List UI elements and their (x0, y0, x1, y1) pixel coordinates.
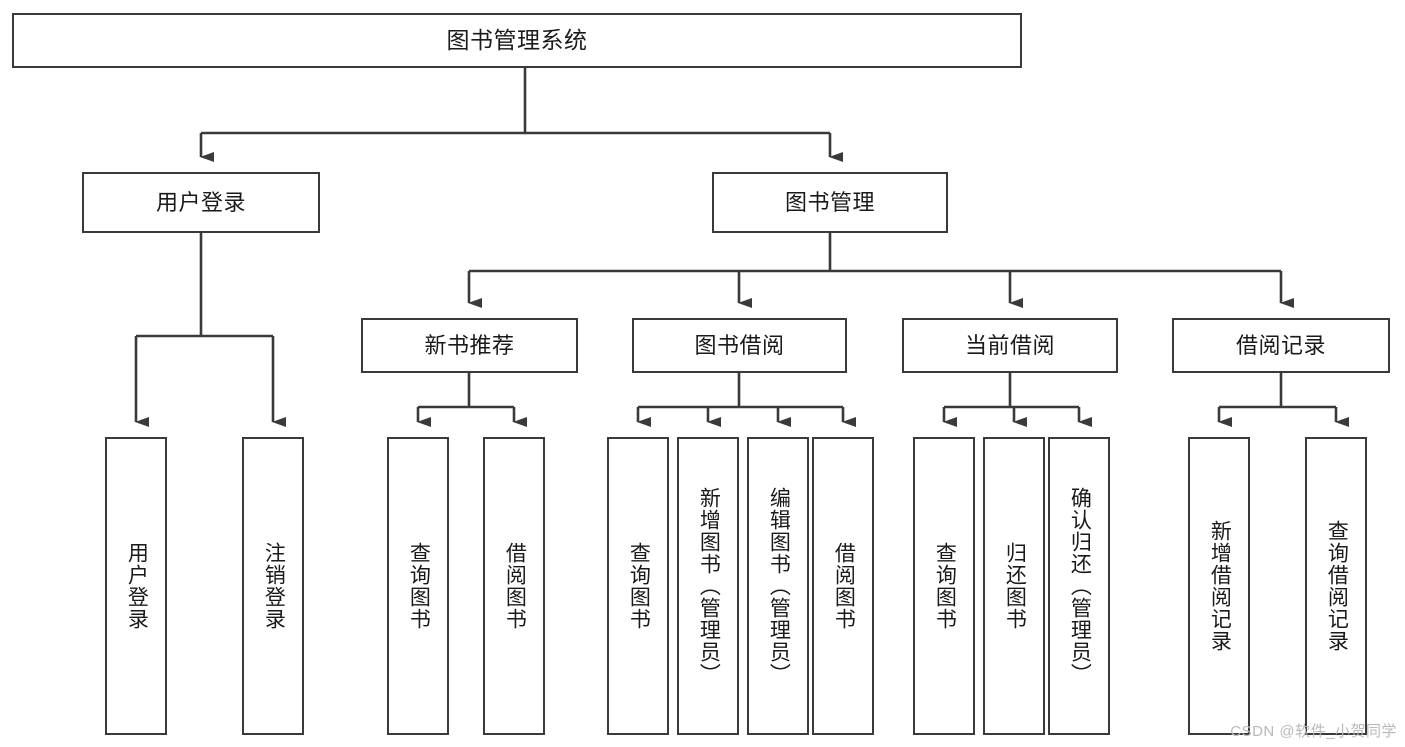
node-user-login-label: 用户登录 (155, 189, 246, 215)
leaf-add-book-admin[interactable]: 新增图书（管理员） (677, 437, 739, 735)
leaf-query-book-current[interactable]: 查询图书 (913, 437, 975, 735)
node-book-borrow-label: 图书借阅 (694, 332, 785, 358)
node-borrow-record-label: 借阅记录 (1235, 332, 1326, 358)
node-user-login[interactable]: 用户登录 (82, 172, 320, 233)
watermark: CSDN @软件_小贺同学 (1230, 723, 1397, 740)
edge-group-book-management (467, 233, 1294, 308)
leaf-confirm-return-admin[interactable]: 确认归还（管理员） (1048, 437, 1110, 735)
edge-group-book-borrow (636, 373, 856, 427)
leaf-add-book-admin-label: 新增图书（管理员） (697, 487, 721, 685)
edge-group-new-book-recommend (416, 373, 527, 427)
node-new-book-recommend[interactable]: 新书推荐 (361, 318, 578, 373)
leaf-user-login-label: 用户登录 (125, 542, 149, 630)
leaf-query-book-borrow[interactable]: 查询图书 (607, 437, 669, 735)
leaf-edit-book-admin[interactable]: 编辑图书（管理员） (747, 437, 809, 735)
node-current-borrow[interactable]: 当前借阅 (902, 318, 1118, 373)
node-book-borrow[interactable]: 图书借阅 (632, 318, 847, 373)
leaf-add-borrow-record-label: 新增借阅记录 (1208, 520, 1232, 652)
leaf-user-login[interactable]: 用户登录 (105, 437, 167, 735)
leaf-return-book[interactable]: 归还图书 (983, 437, 1045, 735)
edge-group-user-login (134, 233, 286, 427)
leaf-borrow-book-label: 借阅图书 (832, 542, 856, 630)
leaf-borrow-book[interactable]: 借阅图书 (812, 437, 874, 735)
node-borrow-record[interactable]: 借阅记录 (1172, 318, 1390, 373)
leaf-logout[interactable]: 注销登录 (242, 437, 304, 735)
leaf-query-borrow-record[interactable]: 查询借阅记录 (1305, 437, 1367, 735)
edge-group-root (199, 68, 843, 162)
leaf-query-book-borrow-label: 查询图书 (627, 542, 651, 630)
leaf-add-borrow-record[interactable]: 新增借阅记录 (1188, 437, 1250, 735)
edge-group-current-borrow (942, 373, 1092, 427)
leaf-query-book-current-label: 查询图书 (933, 542, 957, 630)
leaf-edit-book-admin-label: 编辑图书（管理员） (767, 487, 791, 685)
leaf-query-book-recommend-label: 查询图书 (407, 542, 431, 630)
leaf-return-book-label: 归还图书 (1003, 542, 1027, 630)
leaf-borrow-book-recommend-label: 借阅图书 (503, 542, 527, 630)
leaf-query-book-recommend[interactable]: 查询图书 (387, 437, 449, 735)
node-book-management[interactable]: 图书管理 (712, 172, 948, 233)
leaf-logout-label: 注销登录 (262, 542, 286, 630)
leaf-query-borrow-record-label: 查询借阅记录 (1325, 520, 1349, 652)
node-root-label: 图书管理系统 (446, 27, 588, 54)
leaf-confirm-return-admin-label: 确认归还（管理员） (1068, 487, 1092, 685)
node-current-borrow-label: 当前借阅 (964, 332, 1055, 358)
edge-group-borrow-record (1217, 373, 1349, 427)
node-book-management-label: 图书管理 (784, 189, 875, 215)
leaf-borrow-book-recommend[interactable]: 借阅图书 (483, 437, 545, 735)
node-root[interactable]: 图书管理系统 (12, 13, 1022, 68)
node-new-book-recommend-label: 新书推荐 (424, 332, 515, 358)
